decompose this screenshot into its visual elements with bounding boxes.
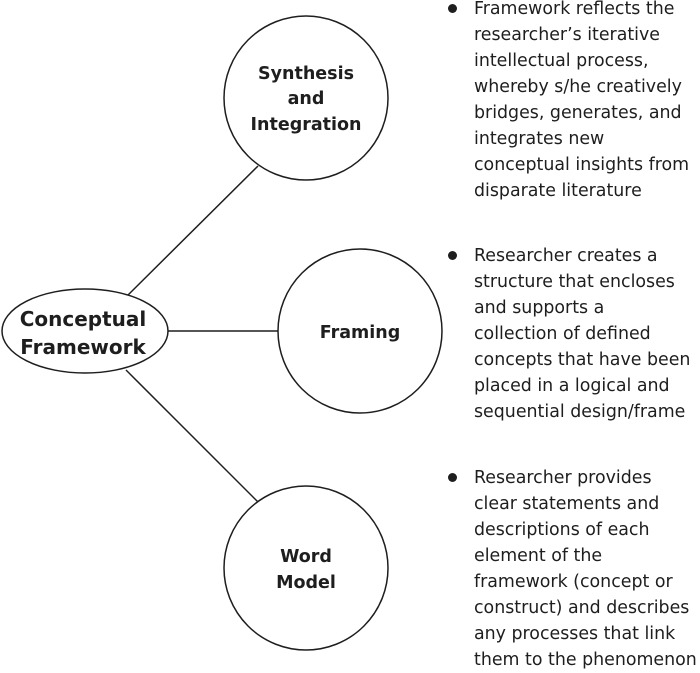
description-line: Researcher creates a (474, 246, 658, 266)
description-framing: Researcher creates a structure that encl… (448, 243, 700, 425)
node-framing: Framing (277, 248, 443, 414)
description-line: framework (concept or (474, 572, 673, 592)
root-label-line-1: Conceptual (20, 307, 147, 331)
word-model-label-line-2: Model (276, 573, 336, 593)
description-line: and supports a (474, 298, 605, 318)
description-line: researcher’s iterative (474, 25, 660, 45)
description-line: collection of defined (474, 324, 651, 344)
description-line: them to the phenomenon (474, 650, 697, 670)
description-line: Framework reflects the (474, 0, 675, 19)
description-line: element of the (474, 546, 603, 566)
description-line: Researcher provides (474, 468, 652, 488)
description-line: placed in a logical and (474, 376, 670, 396)
node-circle-framing (277, 248, 443, 414)
description-line: intellectual process, (474, 51, 649, 71)
root-ellipse (1, 288, 169, 374)
node-circle-word-model (223, 485, 389, 651)
node-synthesis-and-integration: Synthesis and Integration (223, 15, 389, 181)
description-line: clear statements and (474, 494, 660, 514)
synthesis-label-line-3: Integration (250, 115, 361, 135)
root-node-conceptual-framework: Conceptual Framework (1, 288, 169, 374)
node-circle-synthesis (223, 15, 389, 181)
description-line: integrates new (474, 129, 605, 149)
framing-label: Framing (320, 323, 401, 343)
description-line: structure that encloses (474, 272, 675, 292)
description-line: bridges, generates, and (474, 103, 682, 123)
root-label-line-2: Framework (20, 335, 146, 359)
description-line: concepts that have been (474, 350, 691, 370)
description-line: conceptual insights from (474, 155, 690, 175)
description-line: descriptions of each (474, 520, 650, 540)
synthesis-label-line-2: and (288, 89, 325, 109)
description-line: any processes that link (474, 624, 676, 644)
description-synthesis: Framework reflects the researcher’s iter… (448, 0, 700, 204)
connector-to-synthesis (126, 165, 259, 297)
word-model-label-line-1: Word (280, 547, 332, 567)
bullet-dot-icon (448, 4, 457, 13)
node-word-model: Word Model (223, 485, 389, 651)
description-line: whereby s/he creatively (474, 77, 682, 97)
description-line: disparate literature (474, 181, 642, 201)
description-word-model: Researcher provides clear statements and… (448, 465, 700, 673)
description-line: construct) and describes (474, 598, 690, 618)
bullet-dot-icon (448, 473, 457, 482)
synthesis-label-line-1: Synthesis (258, 64, 354, 84)
bullet-dot-icon (448, 251, 457, 260)
connector-to-word-model (125, 369, 259, 503)
description-line: sequential design/frame (474, 402, 686, 422)
